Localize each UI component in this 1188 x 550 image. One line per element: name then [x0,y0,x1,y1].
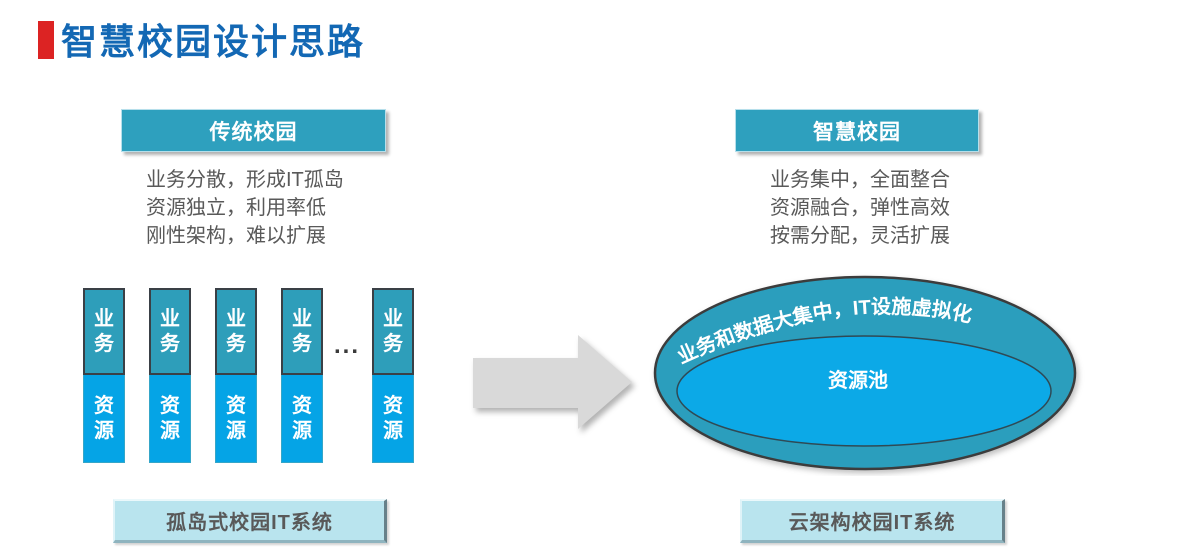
pillar-business-label: 业务 [383,307,403,355]
pillar-resource-block: 资源 [149,375,191,463]
silo-pillar-3: 业务 资源 [215,288,257,463]
silo-pillar-2: 业务 资源 [149,288,191,463]
page-title: 智慧校园设计思路 [61,21,366,62]
inner-ellipse [676,335,1052,447]
pillar-business-block: 业务 [215,288,257,375]
resource-pool-label: 资源池 [828,368,888,392]
smart-campus-header-label: 智慧校园 [813,120,901,144]
pillar-resource-label: 资源 [160,394,180,442]
desc-line: 资源独立，利用率低 [146,197,326,219]
smart-campus-description: 业务集中，全面整合 资源融合，弹性高效 按需分配，灵活扩展 [770,166,950,250]
cloud-pool-diagram: 业务和数据大集中，IT设施虚拟化 资源池 [653,275,1077,471]
cloud-it-system-label: 云架构校园IT系统 [740,499,1005,543]
pillar-ellipsis: ... [333,332,360,359]
pillar-business-label: 业务 [160,307,180,355]
pillar-resource-block: 资源 [83,375,125,463]
cloud-it-system-text: 云架构校园IT系统 [788,512,956,534]
pillar-business-block: 业务 [281,288,323,375]
traditional-campus-description: 业务分散，形成IT孤岛 资源独立，利用率低 刚性架构，难以扩展 [146,166,344,250]
silo-pillar-5: 业务 资源 [372,288,414,463]
desc-line: 业务集中，全面整合 [770,169,950,191]
traditional-campus-header: 传统校园 [121,109,386,152]
pillar-business-label: 业务 [94,307,114,355]
desc-line: 按需分配，灵活扩展 [770,225,950,247]
pillar-business-label: 业务 [226,307,246,355]
pillar-resource-label: 资源 [226,394,246,442]
island-it-system-label: 孤岛式校园IT系统 [113,499,387,543]
pillar-resource-label: 资源 [383,394,403,442]
island-it-system-text: 孤岛式校园IT系统 [166,512,333,534]
pillar-business-block: 业务 [372,288,414,375]
pillar-resource-block: 资源 [372,375,414,463]
pillar-resource-block: 资源 [215,375,257,463]
silo-pillar-4: 业务 资源 [281,288,323,463]
desc-line: 业务分散，形成IT孤岛 [146,169,344,191]
title-accent-bar [38,21,54,59]
transition-arrow-icon [473,335,632,429]
pillar-business-block: 业务 [83,288,125,375]
desc-line: 刚性架构，难以扩展 [146,225,326,247]
pillar-resource-label: 资源 [94,394,114,442]
desc-line: 资源融合，弹性高效 [770,197,950,219]
pillar-business-label: 业务 [292,307,312,355]
smart-campus-header: 智慧校园 [735,109,979,152]
silo-pillar-1: 业务 资源 [83,288,125,463]
pillar-resource-label: 资源 [292,394,312,442]
pillar-business-block: 业务 [149,288,191,375]
pillar-resource-block: 资源 [281,375,323,463]
traditional-campus-header-label: 传统校园 [209,120,298,144]
